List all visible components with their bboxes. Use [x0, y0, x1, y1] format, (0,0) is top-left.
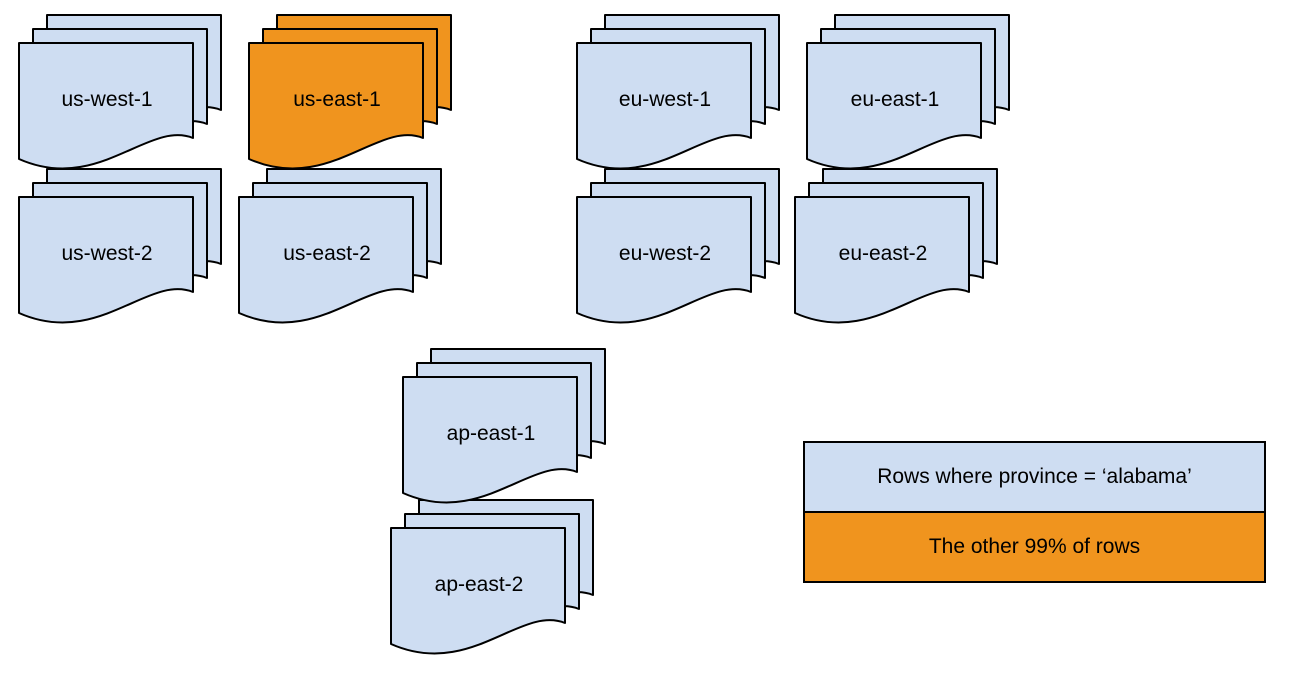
- region-stack-us-east-2: us-east-2: [238, 168, 444, 326]
- region-label: us-east-2: [283, 242, 371, 265]
- region-stack-eu-west-1: eu-west-1: [576, 14, 782, 172]
- document-sheet-front: [238, 196, 414, 324]
- document-stack-icon: [794, 168, 998, 324]
- region-stack-ap-east-2: ap-east-2: [390, 499, 596, 657]
- document-stack-icon: [402, 348, 606, 504]
- document-sheet-front: [806, 42, 982, 170]
- document-stack-icon: [576, 14, 780, 170]
- region-stack-us-east-1: us-east-1: [248, 14, 454, 172]
- region-label: eu-west-2: [618, 242, 712, 265]
- document-sheet-front: [402, 376, 578, 504]
- region-label: us-east-1: [293, 88, 381, 111]
- region-label: eu-east-2: [838, 242, 928, 265]
- region-stack-us-west-2: us-west-2: [18, 168, 224, 326]
- document-stack-icon: [390, 499, 594, 655]
- document-stack-icon: [248, 14, 452, 170]
- region-stack-ap-east-1: ap-east-1: [402, 348, 608, 506]
- document-stack-icon: [238, 168, 442, 324]
- region-label: ap-east-1: [446, 422, 536, 445]
- region-stack-us-west-1: us-west-1: [18, 14, 224, 172]
- document-sheet-front: [576, 42, 752, 170]
- region-label: eu-east-1: [850, 88, 940, 111]
- document-sheet-front: [248, 42, 424, 170]
- legend-row-alabama: Rows where province = ‘alabama’: [805, 443, 1264, 513]
- document-sheet-front: [390, 527, 566, 655]
- document-stack-icon: [18, 14, 222, 170]
- document-sheet-front: [794, 196, 970, 324]
- region-label: us-west-1: [61, 88, 153, 111]
- region-stack-eu-east-1: eu-east-1: [806, 14, 1012, 172]
- document-stack-icon: [18, 168, 222, 324]
- document-stack-icon: [806, 14, 1010, 170]
- region-label: ap-east-2: [434, 573, 524, 596]
- legend: Rows where province = ‘alabama’ The othe…: [803, 441, 1266, 583]
- document-sheet-front: [576, 196, 752, 324]
- document-stack-icon: [576, 168, 780, 324]
- region-label: us-west-2: [61, 242, 153, 265]
- region-label: eu-west-1: [618, 88, 712, 111]
- document-sheet-front: [18, 42, 194, 170]
- region-stack-eu-east-2: eu-east-2: [794, 168, 1000, 326]
- region-stack-eu-west-2: eu-west-2: [576, 168, 782, 326]
- legend-row-other-rows: The other 99% of rows: [805, 513, 1264, 581]
- document-sheet-front: [18, 196, 194, 324]
